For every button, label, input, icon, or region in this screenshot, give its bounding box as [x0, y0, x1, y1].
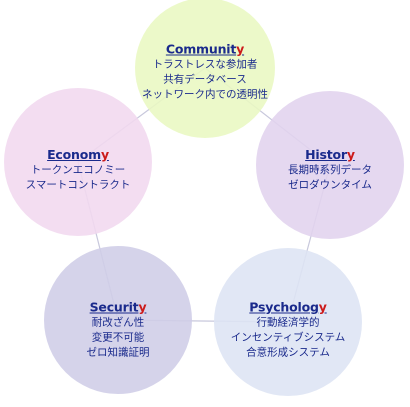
economy-line: トークンエコノミー [30, 164, 126, 176]
psychology-line: 合意形成システム [246, 346, 330, 359]
psychology-circle [214, 248, 362, 396]
economy-circle [4, 88, 152, 236]
community-line: ネットワーク内での透明性 [142, 88, 268, 101]
economy-label: Economy トークンエコノミースマートコントラクト [26, 147, 131, 193]
community-circle [135, 0, 275, 138]
community-title: Community [165, 41, 245, 57]
psychology-title: Psychology [249, 299, 327, 315]
security-line: ゼロ知識証明 [86, 346, 150, 359]
history-title: History [305, 147, 355, 162]
history-circle [256, 91, 404, 239]
economy-line: スマートコントラクト [25, 179, 131, 191]
history-label: History 長期時系列データゼロダウンタイム [288, 147, 372, 193]
community-line: トラストレスな参加者 [152, 58, 258, 71]
security-circle [44, 246, 192, 394]
psychology-line: 行動経済学的 [256, 316, 320, 329]
history-line: ゼロダウンタイム [288, 179, 372, 191]
security-title: Security [89, 299, 147, 315]
community-line: 共有データベース [163, 73, 247, 86]
economy-title: Economy [47, 147, 109, 162]
history-line: 長期時系列データ [288, 164, 372, 176]
psychology-line: インセンティブシステム [230, 331, 346, 344]
security-line: 変更不可能 [91, 331, 145, 344]
node-circles [4, 0, 404, 396]
security-line: 耐改ざん性 [91, 316, 145, 329]
